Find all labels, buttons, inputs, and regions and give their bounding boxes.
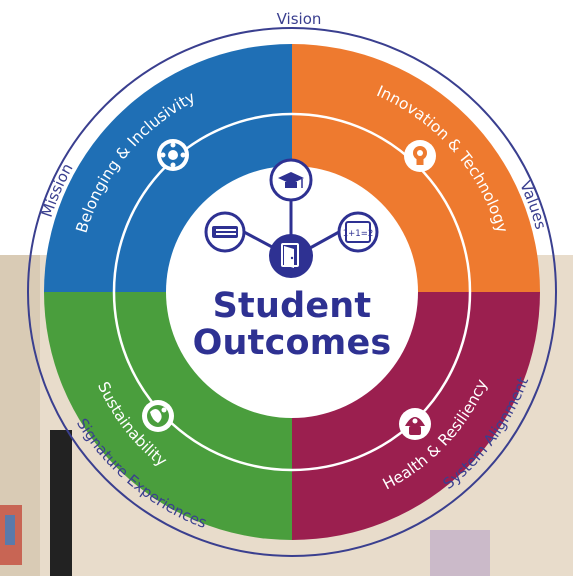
book-icon: [204, 211, 246, 253]
globe-icon: [142, 400, 174, 432]
math-equation-icon: 1+1=2: [337, 211, 379, 253]
inner-ring-line: [112, 112, 472, 472]
helmet-person-icon: [399, 408, 431, 440]
outer-ring: [27, 27, 557, 557]
lightbulb-gear-icon: [404, 140, 436, 172]
center-title-line2: Outcomes: [192, 323, 392, 363]
graduation-cap-icon: [269, 158, 313, 202]
center-title: Student Outcomes: [182, 288, 402, 362]
group-circle-icon: [157, 139, 189, 171]
math-equation-text: 1+1=2: [343, 229, 373, 239]
outer-label-vision: Vision: [277, 10, 322, 28]
door-icon: [269, 234, 313, 278]
center-title-line1: Student: [212, 286, 372, 326]
